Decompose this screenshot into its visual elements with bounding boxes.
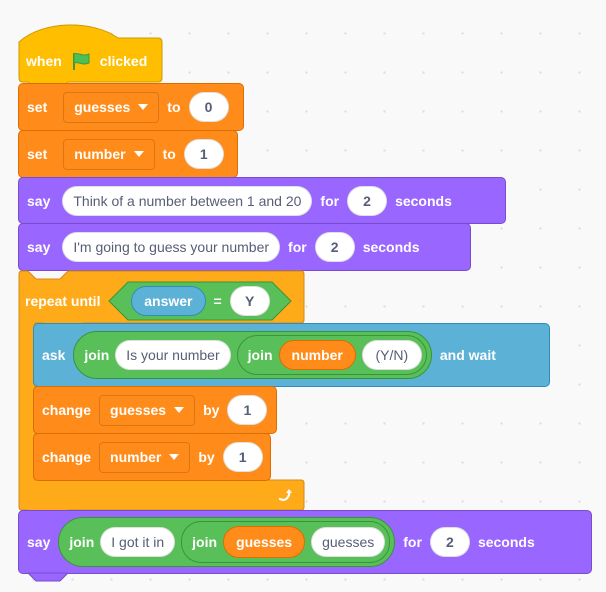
change-label: change [42,449,92,465]
message-input[interactable]: Think of a number between 1 and 20 [62,185,313,216]
for-label: for [288,239,307,255]
to-label: to [162,146,176,162]
text-input[interactable]: I got it in [100,527,176,557]
join-label: join [192,534,218,550]
set-label: set [27,146,48,162]
set-guesses-block[interactable]: set guesses to 0 [18,83,244,131]
change-guesses-block[interactable]: change guesses by 1 [33,386,277,434]
say-label: say [27,534,51,550]
set-number-block[interactable]: set number to 1 [18,130,238,178]
say-label: say [27,192,51,209]
bottom-notch-shape [28,572,68,582]
number-variable-reporter[interactable]: number [278,340,356,370]
set-label: set [27,99,48,115]
repeat-until-label: repeat until [25,293,101,309]
hat-cap-shape [18,24,163,84]
by-label: by [198,449,215,465]
variable-name: number [110,449,162,465]
when-flag-clicked-block[interactable]: when clicked [18,18,163,84]
green-flag-icon [72,53,90,70]
value-input[interactable]: 1 [183,139,224,169]
text-input[interactable]: Is your number [115,340,231,370]
join-label: join [69,534,95,550]
and-wait-label: and wait [439,347,496,363]
to-label: to [167,99,181,115]
value-input[interactable]: 1 [227,395,268,425]
change-label: change [42,402,92,418]
seconds-label: seconds [395,192,452,209]
value-input[interactable]: 0 [188,92,229,122]
value-input[interactable]: 1 [222,442,263,472]
compare-value-input[interactable]: Y [229,286,270,316]
ask-label: ask [42,347,66,363]
text-input[interactable]: guesses [311,527,386,557]
join-operator-nested[interactable]: join guesses guesses [181,521,391,563]
seconds-input[interactable]: 2 [314,232,355,262]
chevron-down-icon [138,104,149,110]
variable-name: number [74,146,126,162]
equals-operator[interactable]: answer = Y [108,281,293,321]
answer-reporter[interactable]: answer [131,286,206,316]
clicked-label: clicked [99,53,148,69]
variable-name: guesses [110,402,167,418]
join-operator-nested[interactable]: join number (Y/N) [236,335,427,375]
message-input[interactable]: I'm going to guess your number [62,232,281,262]
variable-dropdown[interactable]: number [99,441,191,473]
join-operator[interactable]: join I got it in join guesses guesses [58,517,396,567]
seconds-input[interactable]: 2 [347,185,388,216]
say-for-secs-block[interactable]: say Think of a number between 1 and 20 f… [18,177,506,224]
seconds-input[interactable]: 2 [429,527,470,557]
variable-dropdown[interactable]: guesses [99,394,196,426]
for-label: for [320,192,340,209]
equals-label: = [213,293,222,309]
variable-name: guesses [236,534,293,550]
seconds-label: seconds [362,239,420,255]
say-for-secs-block-final[interactable]: say join I got it in join guesses guesse… [18,510,592,574]
say-for-secs-block[interactable]: say I'm going to guess your number for 2… [18,223,471,271]
guesses-variable-reporter[interactable]: guesses [223,526,306,558]
join-label: join [84,347,110,363]
ask-and-wait-block[interactable]: ask join Is your number join number (Y/N… [33,323,550,387]
change-number-block[interactable]: change number by 1 [33,433,271,481]
chevron-down-icon [174,407,185,413]
join-operator[interactable]: join Is your number join number (Y/N) [73,331,432,379]
join-label: join [247,347,273,363]
text-input[interactable]: (Y/N) [361,340,422,370]
variable-dropdown[interactable]: number [63,138,155,170]
variable-name: number [291,347,343,363]
for-label: for [403,534,422,550]
when-label: when [26,53,62,69]
loop-arrow-icon [278,489,292,501]
chevron-down-icon [133,151,144,157]
variable-name: guesses [74,99,131,115]
answer-label: answer [144,293,193,309]
seconds-label: seconds [477,534,535,550]
by-label: by [203,402,220,418]
say-label: say [27,239,51,255]
variable-dropdown[interactable]: guesses [63,91,160,123]
chevron-down-icon [169,454,180,460]
